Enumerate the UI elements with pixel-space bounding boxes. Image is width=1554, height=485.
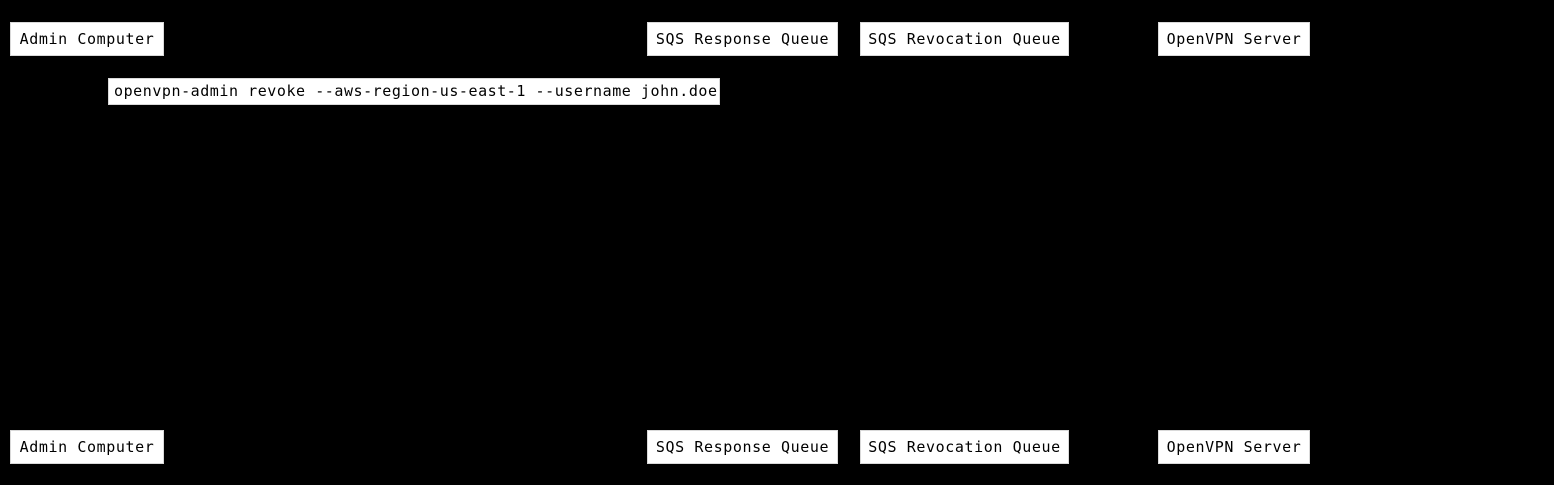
participant-label: Admin Computer [19,29,155,48]
message-revoke-command[interactable]: openvpn-admin revoke --aws-region-us-eas… [108,78,720,105]
participant-footer-sqs-response-queue[interactable]: SQS Response Queue [647,430,838,464]
participant-footer-sqs-revocation-queue[interactable]: SQS Revocation Queue [860,430,1069,464]
participant-footer-openvpn-server[interactable]: OpenVPN Server [1158,430,1310,464]
participant-header-admin-computer[interactable]: Admin Computer [10,22,164,56]
participant-label: SQS Revocation Queue [868,29,1061,48]
participant-footer-admin-computer[interactable]: Admin Computer [10,430,164,464]
participant-label: OpenVPN Server [1166,29,1302,48]
participant-header-sqs-revocation-queue[interactable]: SQS Revocation Queue [860,22,1069,56]
participant-header-openvpn-server[interactable]: OpenVPN Server [1158,22,1310,56]
participant-label: SQS Response Queue [655,29,830,48]
participant-label: SQS Revocation Queue [868,437,1061,456]
message-label: openvpn-admin revoke --aws-region-us-eas… [114,82,718,100]
participant-label: Admin Computer [19,437,155,456]
participant-label: SQS Response Queue [655,437,830,456]
participant-label: OpenVPN Server [1166,437,1302,456]
participant-header-sqs-response-queue[interactable]: SQS Response Queue [647,22,838,56]
